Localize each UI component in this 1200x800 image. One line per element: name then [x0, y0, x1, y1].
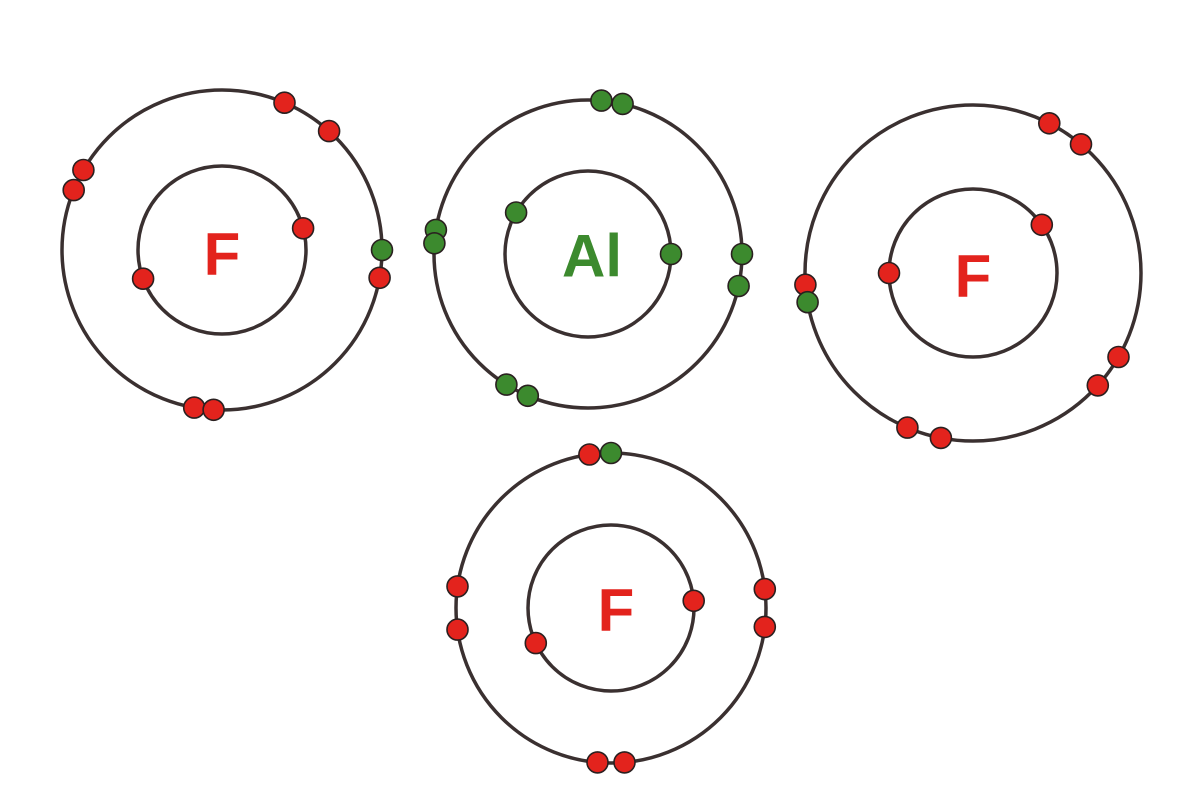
electron-fluorine: [586, 751, 609, 774]
electron-aluminium: [796, 290, 819, 314]
electron-aluminium: [423, 232, 446, 255]
atom-fluorine-bottom: F: [446, 441, 777, 774]
electron-group: [62, 91, 394, 422]
electron-fluorine: [72, 158, 95, 182]
electron-aluminium: [516, 384, 540, 408]
electron-fluorine: [753, 615, 777, 639]
electron-fluorine: [291, 217, 315, 240]
electron-group: [446, 441, 777, 774]
electron-fluorine: [753, 577, 777, 601]
inner-shell: [136, 164, 308, 336]
electron-fluorine: [613, 751, 636, 774]
atom-fluorine-left: F: [60, 88, 394, 422]
electron-aluminium: [730, 242, 754, 266]
electron-fluorine: [578, 443, 601, 466]
element-symbol: F: [598, 577, 635, 644]
electron-aluminium: [727, 274, 750, 298]
electron-fluorine: [929, 426, 953, 450]
electron-aluminium: [590, 89, 613, 112]
electron-fluorine: [1107, 345, 1130, 369]
electron-aluminium: [370, 238, 394, 262]
electron-fluorine: [446, 575, 469, 598]
electron-fluorine: [182, 396, 206, 419]
electron-aluminium: [599, 441, 623, 465]
electron-fluorine: [368, 266, 391, 290]
electron-fluorine: [446, 618, 469, 641]
electron-fluorine: [202, 398, 225, 422]
electron-aluminium: [495, 373, 518, 396]
outer-shell: [803, 103, 1143, 443]
electron-aluminium: [611, 92, 634, 116]
atom-aluminium-center: Al: [423, 89, 754, 410]
electron-fluorine: [1086, 374, 1110, 397]
electron-fluorine: [524, 631, 548, 655]
electron-aluminium: [659, 242, 683, 266]
atom-fluorine-right: F: [794, 103, 1143, 450]
electron-fluorine: [1069, 133, 1093, 156]
electron-fluorine: [62, 178, 85, 202]
electron-fluorine: [273, 91, 296, 114]
electron-aluminium: [504, 201, 528, 224]
electron-fluorine: [131, 267, 155, 291]
electron-group: [423, 89, 754, 408]
electron-fluorine: [896, 416, 919, 439]
electron-fluorine: [877, 261, 901, 285]
electron-fluorine: [317, 119, 341, 143]
element-symbol: F: [204, 221, 241, 288]
electron-fluorine: [1030, 213, 1054, 237]
element-symbol: Al: [562, 223, 622, 290]
electron-fluorine: [682, 589, 706, 613]
electron-group: [794, 112, 1130, 450]
electron-fluorine: [1038, 112, 1061, 135]
element-symbol: F: [955, 243, 992, 310]
